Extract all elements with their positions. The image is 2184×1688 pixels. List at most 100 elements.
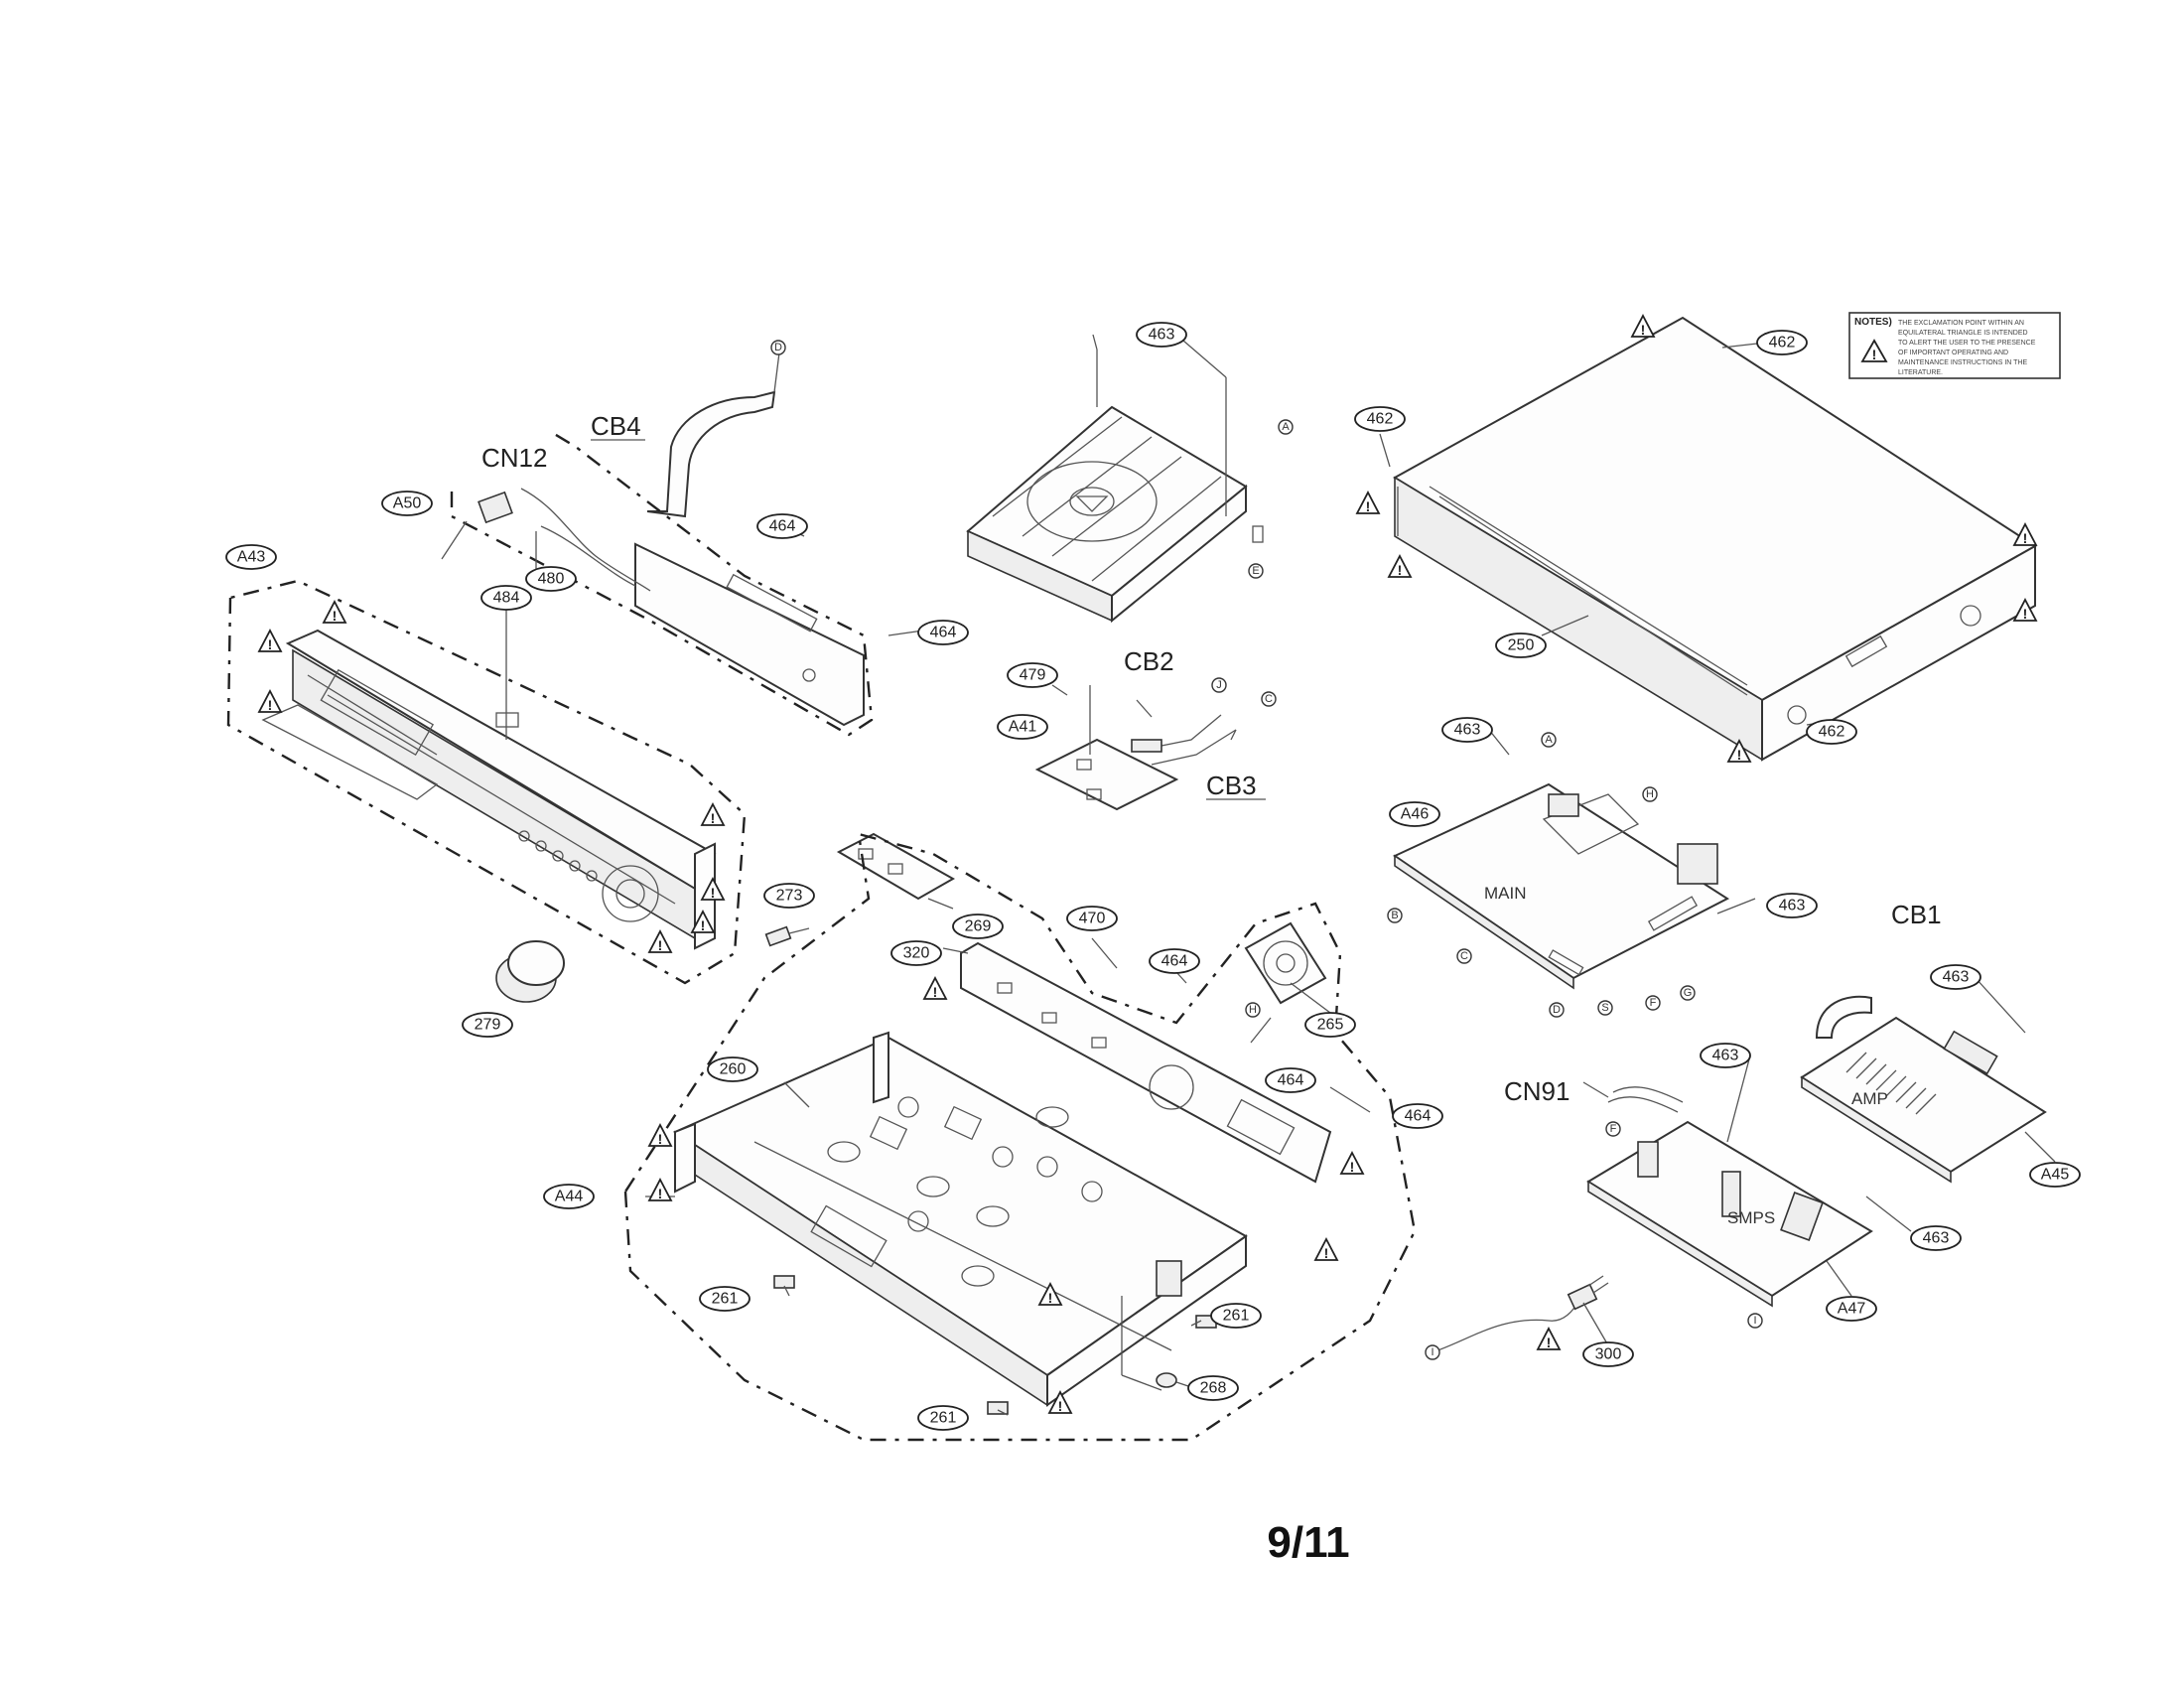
svg-text:H: H (1249, 1004, 1257, 1016)
chassis-part (672, 1031, 1248, 1407)
svg-text:B: B (1391, 910, 1398, 921)
svg-text:261: 261 (712, 1291, 739, 1308)
svg-text:463: 463 (1454, 722, 1481, 739)
svg-text:S: S (1601, 1002, 1608, 1014)
dvd-loader-part (966, 350, 1264, 624)
small-board-a41-part (1034, 685, 1237, 811)
notes-heading: NOTES) (1854, 317, 1892, 328)
page-number: 9/11 (1267, 1518, 1349, 1567)
connector-c-1: C (1261, 691, 1277, 707)
connector-h-2: H (1245, 1002, 1261, 1018)
warning-icon-4: ! (2013, 523, 2037, 546)
svg-text:484: 484 (493, 590, 520, 607)
label-cb2: CB2 (1124, 646, 1174, 676)
svg-text:!: ! (658, 937, 663, 953)
warning-icon-1: ! (1631, 315, 1655, 338)
warning-icon-8: ! (258, 630, 282, 652)
svg-text:261: 261 (930, 1410, 957, 1427)
callout-464-e: 464 (1392, 1103, 1443, 1129)
svg-text:A43: A43 (237, 549, 266, 566)
label-cn12: CN12 (481, 443, 547, 473)
svg-text:!: ! (933, 984, 938, 1000)
callout-479: 479 (1007, 662, 1058, 688)
pad-273-part (764, 925, 792, 947)
warning-icon-6: ! (1727, 740, 1751, 763)
label-cb3: CB3 (1206, 771, 1257, 800)
main-board-label: MAIN (1484, 884, 1527, 903)
connector-f-2: F (1605, 1121, 1621, 1137)
label-cb1: CB1 (1891, 900, 1942, 929)
svg-text:463: 463 (1943, 969, 1970, 986)
svg-text:D: D (1553, 1004, 1561, 1016)
svg-text:462: 462 (1367, 411, 1394, 428)
warning-icon-11: ! (701, 878, 725, 901)
top-cover-part (1393, 316, 2037, 762)
callout-261-a: 261 (699, 1286, 751, 1312)
callout-463-e: 463 (1910, 1225, 1962, 1251)
connector-h-1: H (1642, 786, 1658, 802)
warning-icon-20: ! (1048, 1391, 1072, 1414)
cooling-fan-part (1244, 921, 1327, 1005)
connector-s: S (1597, 1000, 1613, 1016)
warning-icon-3: ! (1388, 555, 1412, 578)
svg-text:!: ! (333, 608, 338, 624)
svg-text:!: ! (2023, 530, 2028, 546)
svg-text:250: 250 (1508, 637, 1535, 654)
notes-warning-mark: ! (1872, 347, 1877, 362)
svg-text:E: E (1252, 565, 1259, 577)
svg-text:!: ! (1058, 1398, 1063, 1414)
warning-icon-19: ! (1038, 1283, 1062, 1306)
svg-text:463: 463 (1779, 898, 1806, 914)
callout-464-c: 464 (1149, 948, 1200, 974)
svg-text:300: 300 (1595, 1346, 1622, 1363)
notes-line-5: MAINTENANCE INSTRUCTIONS IN THE (1898, 359, 2027, 366)
connector-a-2: A (1541, 732, 1557, 748)
notes-line-6: LITERATURE. (1898, 369, 1943, 376)
svg-text:!: ! (701, 917, 706, 933)
svg-text:!: ! (711, 810, 716, 826)
svg-text:464: 464 (930, 625, 957, 641)
foot-261-a-part (773, 1275, 795, 1289)
svg-text:463: 463 (1149, 327, 1175, 344)
svg-text:464: 464 (1278, 1072, 1304, 1089)
svg-text:A: A (1282, 421, 1290, 433)
svg-text:320: 320 (903, 945, 930, 962)
notes-line-4: OF IMPORTANT OPERATING AND (1898, 350, 2008, 356)
svg-text:261: 261 (1223, 1308, 1250, 1325)
svg-text:464: 464 (769, 518, 796, 535)
svg-text:470: 470 (1079, 911, 1106, 927)
notes-line-3: TO ALERT THE USER TO THE PRESENCE (1898, 340, 2036, 347)
svg-text:269: 269 (965, 918, 992, 935)
warning-icon-21: ! (1537, 1328, 1561, 1350)
callout-260: 260 (707, 1056, 758, 1082)
volume-knob-part (495, 940, 565, 1003)
svg-text:464: 464 (1161, 953, 1188, 970)
callout-484: 484 (480, 585, 532, 611)
svg-text:!: ! (268, 636, 273, 652)
svg-text:A46: A46 (1401, 806, 1430, 823)
svg-text:480: 480 (538, 571, 565, 588)
flat-cable-cb4-part (646, 352, 780, 518)
connector-b: B (1387, 908, 1403, 923)
power-cord-part (1429, 1275, 1609, 1354)
svg-text:!: ! (2023, 606, 2028, 622)
svg-text:!: ! (658, 1131, 663, 1147)
connector-d-1: D (770, 340, 786, 355)
callout-463-d: 463 (1700, 1043, 1751, 1068)
svg-text:G: G (1684, 987, 1693, 999)
svg-text:!: ! (1048, 1290, 1053, 1306)
connector-i-2: I (1747, 1313, 1763, 1329)
callout-463-c: 463 (1930, 964, 1981, 990)
warning-icon-5: ! (2013, 599, 2037, 622)
svg-text:!: ! (1547, 1335, 1552, 1350)
display-board-group-outline (450, 430, 874, 737)
connector-f-1: F (1645, 995, 1661, 1011)
svg-text:A: A (1545, 734, 1553, 746)
callout-462-b: 462 (1354, 406, 1406, 432)
warning-icon-2: ! (1356, 492, 1380, 514)
svg-text:265: 265 (1317, 1017, 1344, 1034)
svg-text:268: 268 (1200, 1380, 1227, 1397)
warning-icon-18: ! (1314, 1238, 1338, 1261)
smps-board-part: SMPS (1586, 1086, 1873, 1308)
svg-text:!: ! (711, 885, 716, 901)
